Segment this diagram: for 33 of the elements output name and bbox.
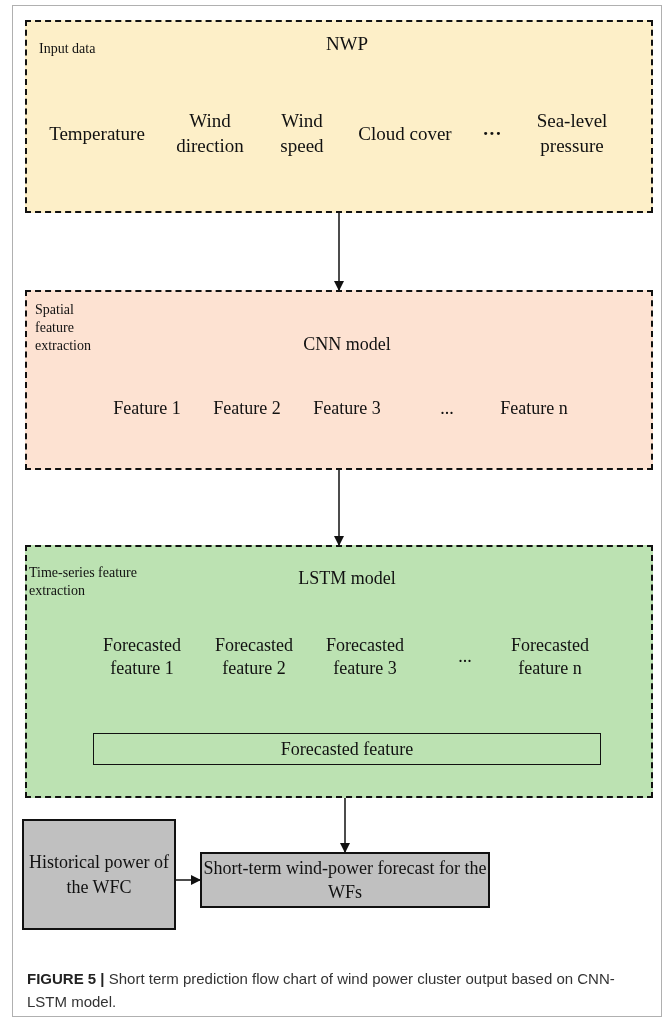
feature-label: Forecasted feature 1 <box>102 633 182 680</box>
panel-label: Time-series feature extraction <box>29 563 138 600</box>
parameter-label: Wind speed <box>279 109 325 158</box>
feature-label: Forecasted feature 2 <box>214 633 294 680</box>
dashed-panel <box>25 545 653 798</box>
dashed-panel <box>25 20 653 213</box>
ellipsis: ... <box>457 645 473 669</box>
arrow <box>334 469 344 546</box>
parameter-label: Sea-level pressure <box>535 109 609 158</box>
process-box: Historical power of the WFC <box>22 819 176 930</box>
feature-label: Forecasted feature n <box>510 633 590 680</box>
feature-label: Feature n <box>499 397 569 421</box>
process-box: Short-term wind-power forecast for the WFs <box>200 852 490 908</box>
parameter-label: Cloud cover <box>357 121 453 146</box>
dashed-panel <box>25 290 653 470</box>
feature-label: Feature 3 <box>312 397 382 421</box>
figure-caption: FIGURE 5 | Short term prediction flow chart of wind power cluster output based on CNN-LSTM model. <box>27 969 616 1012</box>
arrow <box>340 797 350 853</box>
panel-label: Spatial feature extraction <box>35 300 92 356</box>
panel-heading: NWP <box>324 31 370 56</box>
feature-label: Feature 1 <box>112 397 182 421</box>
process-box: Forecasted feature <box>93 733 601 765</box>
panel-heading: LSTM model <box>297 567 397 591</box>
arrow <box>334 212 344 291</box>
ellipsis: ··· <box>481 121 503 146</box>
parameter-label: Temperature <box>48 121 146 146</box>
panel-heading: CNN model <box>302 333 392 357</box>
ellipsis: ... <box>439 397 455 421</box>
feature-label: Feature 2 <box>212 397 282 421</box>
feature-label: Forecasted feature 3 <box>325 633 405 680</box>
arrow <box>175 875 201 885</box>
panel-label: Input data <box>39 39 97 58</box>
parameter-label: Wind direction <box>175 109 245 158</box>
